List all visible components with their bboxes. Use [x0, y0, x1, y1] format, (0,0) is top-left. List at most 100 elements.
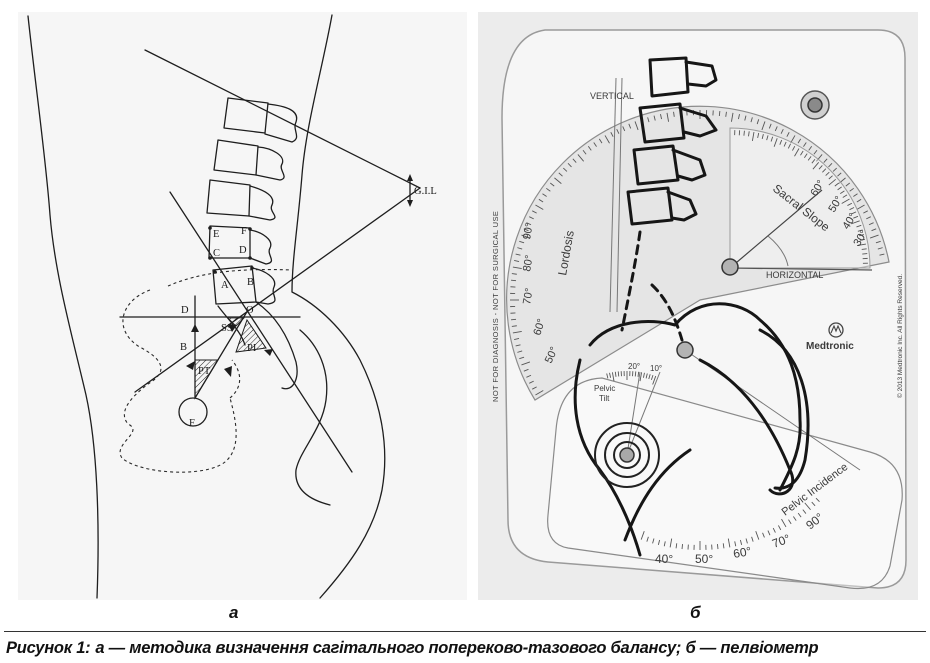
protractor-tick: [861, 248, 867, 250]
protractor-tick: [834, 182, 840, 187]
protractor-tick: [523, 228, 529, 232]
protractor-tick: [828, 178, 837, 186]
lordosis-scale-label: 60°: [531, 317, 548, 337]
sacrum-outline: [255, 301, 298, 390]
point-b-lower-label: B: [180, 342, 187, 353]
tilt-scale-label: 10°: [650, 364, 662, 373]
protractor-tick: [606, 373, 609, 379]
protractor-tick: [828, 163, 833, 168]
protractor-tick: [794, 148, 800, 157]
protractor-tick: [639, 372, 643, 382]
protractor-tick: [871, 228, 877, 232]
protractor-tick: [722, 543, 725, 549]
femoral-head-ring: [594, 422, 660, 488]
protractor-tick: [681, 544, 683, 550]
protractor-tick: [617, 371, 620, 377]
sacral-tick-group: [734, 130, 868, 264]
protractor-tick: [838, 177, 846, 185]
protractor-tick: [645, 373, 648, 379]
protractor-tick: [780, 129, 784, 134]
point-b-label: B: [247, 277, 254, 288]
lordosis-scale-label: 80°: [521, 254, 536, 272]
protractor-tick: [614, 371, 617, 377]
protractor-tick: [526, 222, 532, 226]
panel-a-label: а: [229, 603, 239, 622]
incidence-tick-group: [640, 497, 820, 550]
arrowhead-icon: [407, 174, 413, 181]
protractor-tick: [738, 114, 740, 120]
protractor-tick: [822, 168, 827, 173]
protractor-tick: [803, 153, 808, 158]
sacral-slope-protractor: [729, 127, 871, 269]
panel-b-drawing: VERTICAL HORIZONTAL Sacral Slope 60° 50°…: [478, 12, 918, 600]
protractor-tick: [802, 509, 807, 514]
protractor-tick: [634, 371, 637, 377]
landmark-point: [248, 256, 252, 260]
brand-logo-mark-icon: [830, 324, 842, 334]
ss-angle-hatch: [227, 317, 245, 327]
protractor-tick: [517, 247, 523, 250]
protractor-tick: [832, 167, 837, 172]
pelvic-tilt-line: [626, 371, 641, 456]
protractor-tick: [797, 138, 802, 144]
protractor-tick: [787, 143, 791, 149]
ischium-outline: [698, 358, 794, 496]
spinous-process-outline: [684, 60, 718, 88]
ss-label: SS: [221, 323, 233, 334]
arrowhead-icon: [186, 361, 195, 370]
protractor-tick: [744, 115, 747, 121]
protractor-tick: [634, 121, 639, 131]
brand-logo-icon: [828, 322, 844, 338]
vertical-label: VERTICAL: [590, 91, 634, 101]
arrowhead-icon: [228, 324, 237, 332]
vertical-line: [609, 77, 617, 313]
protractor-tick: [622, 126, 626, 132]
protractor-tick: [529, 380, 534, 384]
protractor-tick: [554, 177, 562, 185]
protractor-tick: [598, 138, 603, 144]
protractor-tick: [542, 193, 547, 197]
disclaimer-text: NOT FOR DIAGNOSIS - NOT FOR SURGICAL USE: [491, 211, 500, 402]
protractor-tick: [535, 204, 544, 210]
point-e-label: E: [213, 229, 219, 240]
protractor-tick: [577, 154, 585, 162]
incidence-scale-label: 60°: [732, 544, 753, 561]
spinous-process: [255, 146, 285, 181]
rivet-icon: [676, 341, 694, 359]
protractor-tick: [803, 142, 807, 147]
panel-b-label: б: [690, 603, 701, 622]
vertebra-outline: [648, 56, 690, 98]
protractor-tick: [813, 150, 818, 155]
landmark-point: [208, 226, 212, 230]
protractor-tick: [856, 204, 865, 210]
protractor-tick: [730, 112, 734, 122]
protractor-tick: [648, 374, 651, 380]
protractor-tick: [811, 501, 816, 507]
protractor-tick: [868, 222, 874, 226]
protractor-tick: [869, 234, 879, 239]
protractor-tick: [717, 544, 719, 550]
pubis-outline: [295, 329, 331, 506]
protractor-tick: [675, 543, 678, 549]
protractor-tick: [673, 111, 675, 117]
protractor-tick: [825, 171, 830, 176]
caption-prefix: Рисунок 1:: [6, 639, 91, 657]
protractor-tick: [767, 530, 771, 536]
incidence-scale-label: 50°: [695, 552, 713, 566]
protractor-tick: [512, 330, 522, 334]
protractor-tick: [762, 532, 765, 538]
spinous-process: [251, 267, 276, 305]
protractor-tick: [788, 519, 792, 525]
spinous-process: [248, 185, 276, 221]
sacral-slope-arc: [767, 235, 789, 267]
protractor-tick: [609, 372, 612, 378]
protractor-tick: [793, 516, 797, 521]
tilt-scale-label: 20°: [628, 362, 640, 371]
point-c-label: C: [213, 248, 220, 259]
protractor-tick: [666, 112, 670, 122]
protractor-tick: [879, 253, 885, 256]
protractor-tick: [652, 375, 657, 385]
protractor-tick: [811, 158, 816, 164]
protractor-tick: [847, 202, 853, 206]
protractor-tick: [750, 117, 753, 123]
